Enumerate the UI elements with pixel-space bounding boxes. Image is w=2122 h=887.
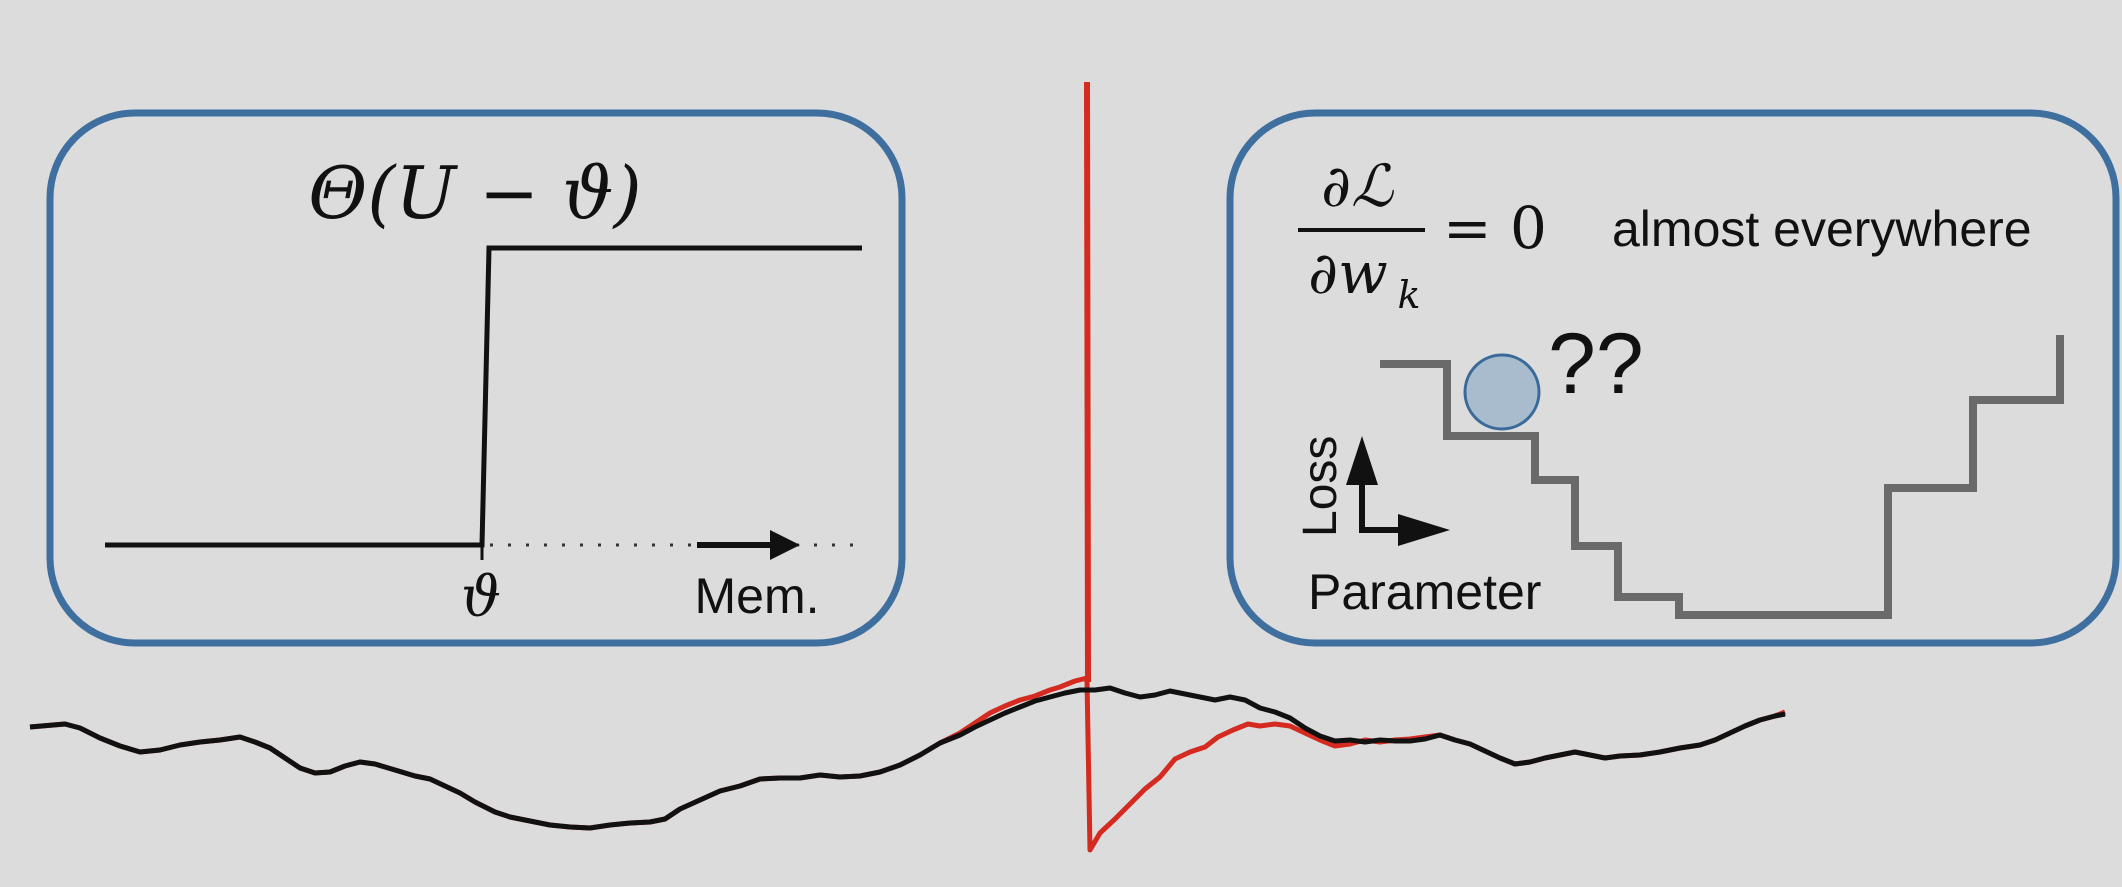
step-function-curve bbox=[105, 245, 862, 548]
heaviside-panel: Θ(U − ϑ) ϑ Mem. bbox=[46, 109, 906, 647]
loss-panel: ∂ℒ ∂w k = 0 almost everywhere ?? Loss Pa… bbox=[1226, 109, 2120, 647]
gradient-denominator: ∂w bbox=[1308, 239, 1388, 307]
membrane-axis-label: Mem. bbox=[695, 568, 820, 624]
ball bbox=[1463, 353, 1541, 431]
gradient-subscript: k bbox=[1397, 273, 1420, 317]
loss-panel-border bbox=[1226, 109, 2120, 647]
heaviside-panel-border bbox=[46, 109, 906, 647]
equals-zero: = 0 bbox=[1443, 194, 1547, 262]
membrane-trace-black bbox=[29, 685, 1786, 831]
gradient-numerator: ∂ℒ bbox=[1321, 152, 1394, 220]
question-marks: ?? bbox=[1548, 316, 1644, 412]
threshold-label: ϑ bbox=[461, 565, 501, 630]
parameter-axis-label: Parameter bbox=[1308, 564, 1541, 620]
loss-staircase bbox=[1380, 335, 2064, 619]
membrane-arrow-head bbox=[770, 530, 800, 560]
membrane-trace bbox=[29, 675, 1786, 853]
spike-vertical-line bbox=[1084, 81, 1091, 683]
almost-everywhere-caption: almost everywhere bbox=[1612, 201, 2032, 257]
parameter-axis-arrowhead bbox=[1398, 514, 1450, 546]
loss-axis-arrowhead bbox=[1346, 436, 1378, 485]
heaviside-formula: Θ(U − ϑ) bbox=[308, 151, 641, 235]
loss-axis-label: Loss bbox=[1294, 436, 1347, 537]
